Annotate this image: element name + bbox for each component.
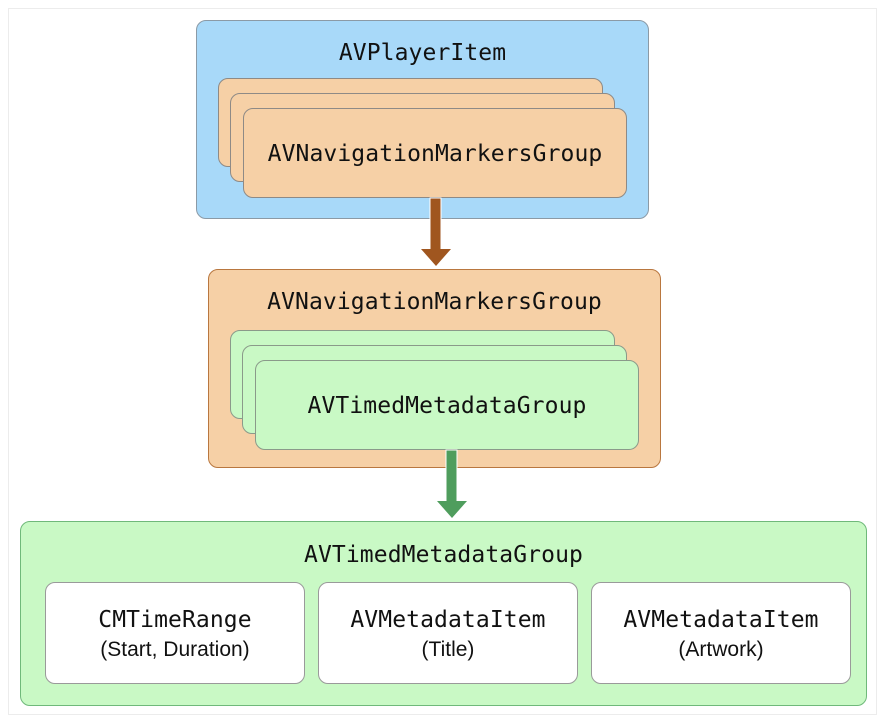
item-name: CMTimeRange	[98, 607, 252, 633]
item-detail: (Title)	[421, 638, 475, 661]
timed-metadata-group-title: AVTimedMetadataGroup	[304, 542, 583, 568]
arrow-2-shaft	[445, 449, 458, 503]
player-item-title: AVPlayerItem	[338, 40, 507, 66]
timed-metadata-group-card-label: AVTimedMetadataGroup	[307, 393, 587, 419]
navigation-markers-group-title: AVNavigationMarkersGroup	[267, 289, 602, 315]
timed-metadata-group-card-front: AVTimedMetadataGroup	[255, 360, 639, 450]
arrow-2-head	[437, 501, 467, 518]
item-name: AVMetadataItem	[623, 607, 819, 633]
metadata-item-artwork: AVMetadataItem (Artwork)	[591, 582, 851, 684]
arrow-1-head	[421, 249, 451, 266]
item-name: AVMetadataItem	[350, 607, 546, 633]
metadata-item-title: AVMetadataItem (Title)	[318, 582, 578, 684]
time-range-item: CMTimeRange (Start, Duration)	[45, 582, 305, 684]
item-detail: (Start, Duration)	[100, 638, 250, 661]
item-detail: (Artwork)	[678, 638, 764, 661]
navigation-markers-group-card-label: AVNavigationMarkersGroup	[267, 141, 603, 167]
navigation-markers-group-card-front: AVNavigationMarkersGroup	[243, 108, 627, 198]
